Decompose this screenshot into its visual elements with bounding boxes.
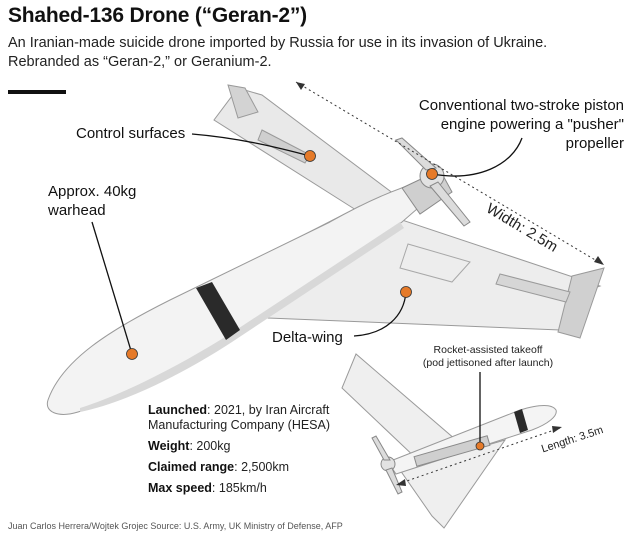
spec-sep: :: [207, 403, 214, 417]
source-credit: Juan Carlos Herrera/Wojtek Grojec Source…: [8, 521, 343, 531]
page-subtitle: An Iranian-made suicide drone imported b…: [8, 34, 628, 72]
delta-leader: [353, 291, 407, 337]
callout-marker-rato: [475, 441, 485, 451]
warhead-leader: [91, 221, 133, 355]
control-surfaces-label: Control surfaces: [76, 125, 186, 142]
engine-label-line-2: engine powering a "pusher": [440, 116, 624, 133]
length-dimension: [396, 426, 562, 486]
title-rule: [8, 90, 66, 94]
spec-sep: :: [211, 481, 219, 495]
subtitle-line-1: An Iranian-made suicide drone imported b…: [8, 35, 548, 51]
upper-control-surface: [257, 129, 311, 164]
main-drone-illustration: [46, 84, 605, 415]
callout-marker-delta: [400, 286, 412, 298]
spec-range: Claimed range: 2,500km: [148, 460, 368, 475]
delta-wing-label: Delta-wing: [272, 329, 343, 346]
engine-label-line-1: Conventional two-stroke piston: [418, 97, 624, 114]
wingtip-fin: [557, 267, 605, 339]
secondary-drone-illustration: [341, 353, 557, 529]
rocket-takeoff-line-1: Rocket-assisted takeoff: [433, 344, 543, 356]
spec-sep: :: [189, 439, 197, 453]
warhead-label-line-2: warhead: [48, 202, 106, 219]
engine-leader: [431, 137, 523, 177]
subtitle-line-2: Rebranded as “Geran-2,” or Geranium-2.: [8, 54, 272, 70]
spec-value: 2,500km: [241, 460, 290, 474]
callout-marker-engine: [426, 168, 438, 180]
callout-marker-control: [304, 150, 316, 162]
wing-panel: [399, 243, 471, 283]
fuselage-shadow: [80, 222, 404, 412]
rocket-takeoff-line-2: (pod jettisoned after launch): [422, 357, 554, 369]
fuselage-band: [196, 282, 240, 340]
width-dimension: [295, 81, 604, 265]
spec-list: Launched: 2021, by Iran Aircraft Manufac…: [148, 403, 368, 502]
spec-value: 2021, by Iran Aircraft Manufacturing Com…: [148, 403, 331, 432]
small-fuselage-band: [514, 409, 528, 433]
propeller-blade-lower: [429, 181, 471, 227]
lower-control-surface: [495, 273, 571, 303]
leader-lines: [91, 133, 523, 445]
spec-value: 185km/h: [218, 481, 267, 495]
warhead-label-line-1: Approx. 40kg: [48, 183, 137, 200]
warhead-label: Approx. 40kg warhead: [48, 182, 136, 220]
callout-marker-warhead: [126, 348, 138, 360]
engine-label: Conventional two-stroke piston engine po…: [378, 96, 624, 153]
small-rocket-pod: [413, 435, 491, 467]
rocket-takeoff-label: Rocket-assisted takeoff (pod jettisoned …: [410, 344, 566, 370]
engine-label-line-3: propeller: [565, 135, 624, 152]
page-title: Shahed-136 Drone (“Geran-2”): [8, 4, 307, 27]
spec-sep: :: [234, 460, 242, 474]
spec-key: Weight: [148, 439, 190, 453]
callout-markers: [126, 150, 485, 451]
spec-launched: Launched: 2021, by Iran Aircraft Manufac…: [148, 403, 368, 433]
spec-speed: Max speed: 185km/h: [148, 481, 368, 496]
spec-key: Max speed: [148, 481, 212, 495]
spec-key: Launched: [148, 403, 208, 417]
control-leader: [191, 133, 311, 157]
spec-value: 200kg: [196, 439, 231, 453]
spec-key: Claimed range: [148, 460, 235, 474]
upper-winglet: [227, 84, 259, 119]
spec-weight: Weight: 200kg: [148, 439, 368, 454]
